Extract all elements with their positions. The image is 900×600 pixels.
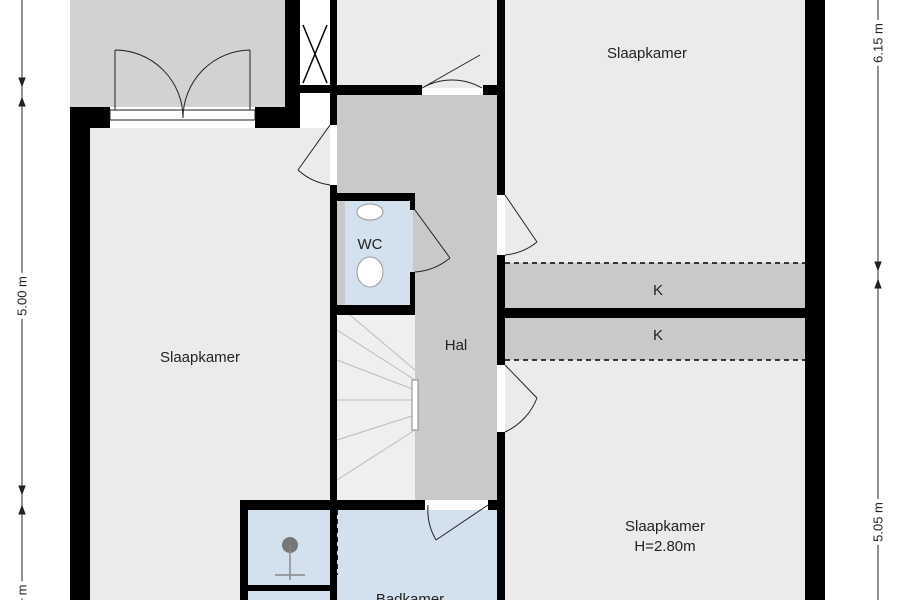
room-height-label: H=2.80m (634, 538, 696, 555)
room-label-hal: Hal (444, 337, 468, 354)
sink-icon (356, 203, 384, 221)
room-label-slaapkamer-bottom-right: Slaapkamer (624, 518, 706, 535)
room-label-badkamer: Badkamer (375, 591, 445, 600)
doors (109, 49, 538, 541)
dimension-right-top: 6.15 m (870, 20, 886, 66)
dimension-left-bottom: m (14, 581, 30, 599)
room-label-kast-2: K (652, 327, 664, 344)
room-label-kast-1: K (652, 282, 664, 299)
toilet-icon (356, 256, 384, 288)
room-label-wc: WC (357, 236, 383, 253)
room-label-slaapkamer-top-right: Slaapkamer (606, 45, 688, 62)
walls (70, 0, 825, 600)
dimension-right-bottom: 5.05 m (870, 499, 886, 545)
dimension-left: 5.00 m (14, 273, 30, 319)
kast-2-floor (505, 318, 805, 360)
room-top-middle-floor (337, 0, 497, 88)
stairs (337, 315, 415, 500)
room-label-slaapkamer-left: Slaapkamer (159, 349, 241, 366)
kast-1-floor (505, 263, 805, 308)
